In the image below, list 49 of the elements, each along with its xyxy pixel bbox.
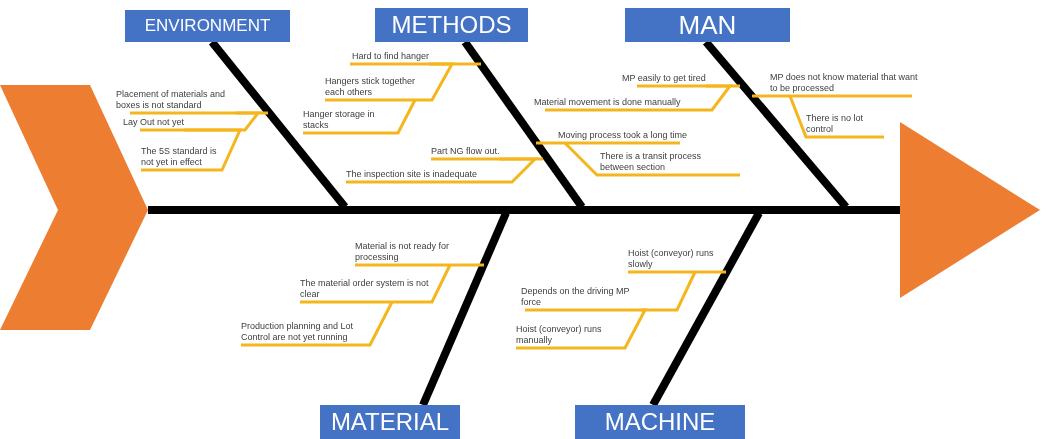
branch-line — [516, 308, 648, 350]
bone-line — [649, 211, 763, 407]
bone-line — [419, 211, 510, 407]
cause-text: Depends on the driving MP force — [521, 286, 641, 310]
branch-line — [637, 84, 740, 88]
cause-text: Material is not ready for processing — [355, 241, 470, 265]
branch-line — [355, 263, 484, 267]
branch-line — [563, 141, 742, 177]
branch-line — [545, 84, 733, 112]
cause-text: Material movement is done manually — [534, 97, 681, 110]
bone-line — [148, 206, 900, 214]
cause-text: Production planning and Lot Control are not yet running — [241, 321, 366, 345]
cause-text: MP easily to get tired — [622, 73, 706, 86]
branch-line — [346, 157, 539, 184]
cause-text: Hangers stick together each others — [325, 76, 420, 100]
category-label: MACHINE — [575, 405, 745, 439]
branch-line — [130, 111, 268, 115]
cause-text: The inspection site is inadequate — [346, 169, 478, 182]
branch-line — [325, 62, 455, 102]
cause-text: Hoist (conveyor) runs slowly — [628, 248, 728, 272]
category-label: MATERIAL — [320, 405, 460, 439]
cause-text: MP does not know material that want to be processed — [770, 72, 920, 96]
category-label: ENVIRONMENT — [125, 10, 290, 42]
cause-text: The 5S standard is not yet in effect — [141, 146, 225, 170]
branch-line — [300, 264, 452, 304]
cause-text: The material order system is not clear — [300, 278, 430, 302]
cause-text: Part NG flow out. — [431, 146, 500, 159]
cause-text: Hard to find hanger — [352, 51, 430, 64]
branch-line — [788, 95, 886, 139]
branch-line — [628, 270, 726, 274]
category-label: MAN — [625, 8, 790, 42]
branch-line — [431, 157, 543, 161]
cause-text: Placement of materials and boxes is not standard — [116, 89, 236, 113]
branch-line — [348, 62, 481, 66]
branch-line — [525, 271, 697, 312]
branch-line — [303, 99, 417, 135]
cause-text: There is no lot control — [806, 113, 866, 137]
branch-line — [536, 141, 680, 145]
cause-text: Moving process took a long time — [558, 130, 688, 143]
branch-line — [140, 111, 262, 132]
branch-line — [141, 128, 243, 172]
cause-text: There is a transit process between section — [600, 151, 720, 175]
cause-text: Lay Out not yet — [123, 117, 185, 130]
branch-line — [752, 94, 912, 98]
cause-text: Hoist (conveyor) runs manually — [516, 324, 616, 348]
arrowhead-shape — [900, 122, 1040, 298]
category-label: METHODS — [375, 8, 528, 42]
cause-text: Hanger storage in stacks — [303, 109, 383, 133]
branch-line — [241, 301, 394, 347]
